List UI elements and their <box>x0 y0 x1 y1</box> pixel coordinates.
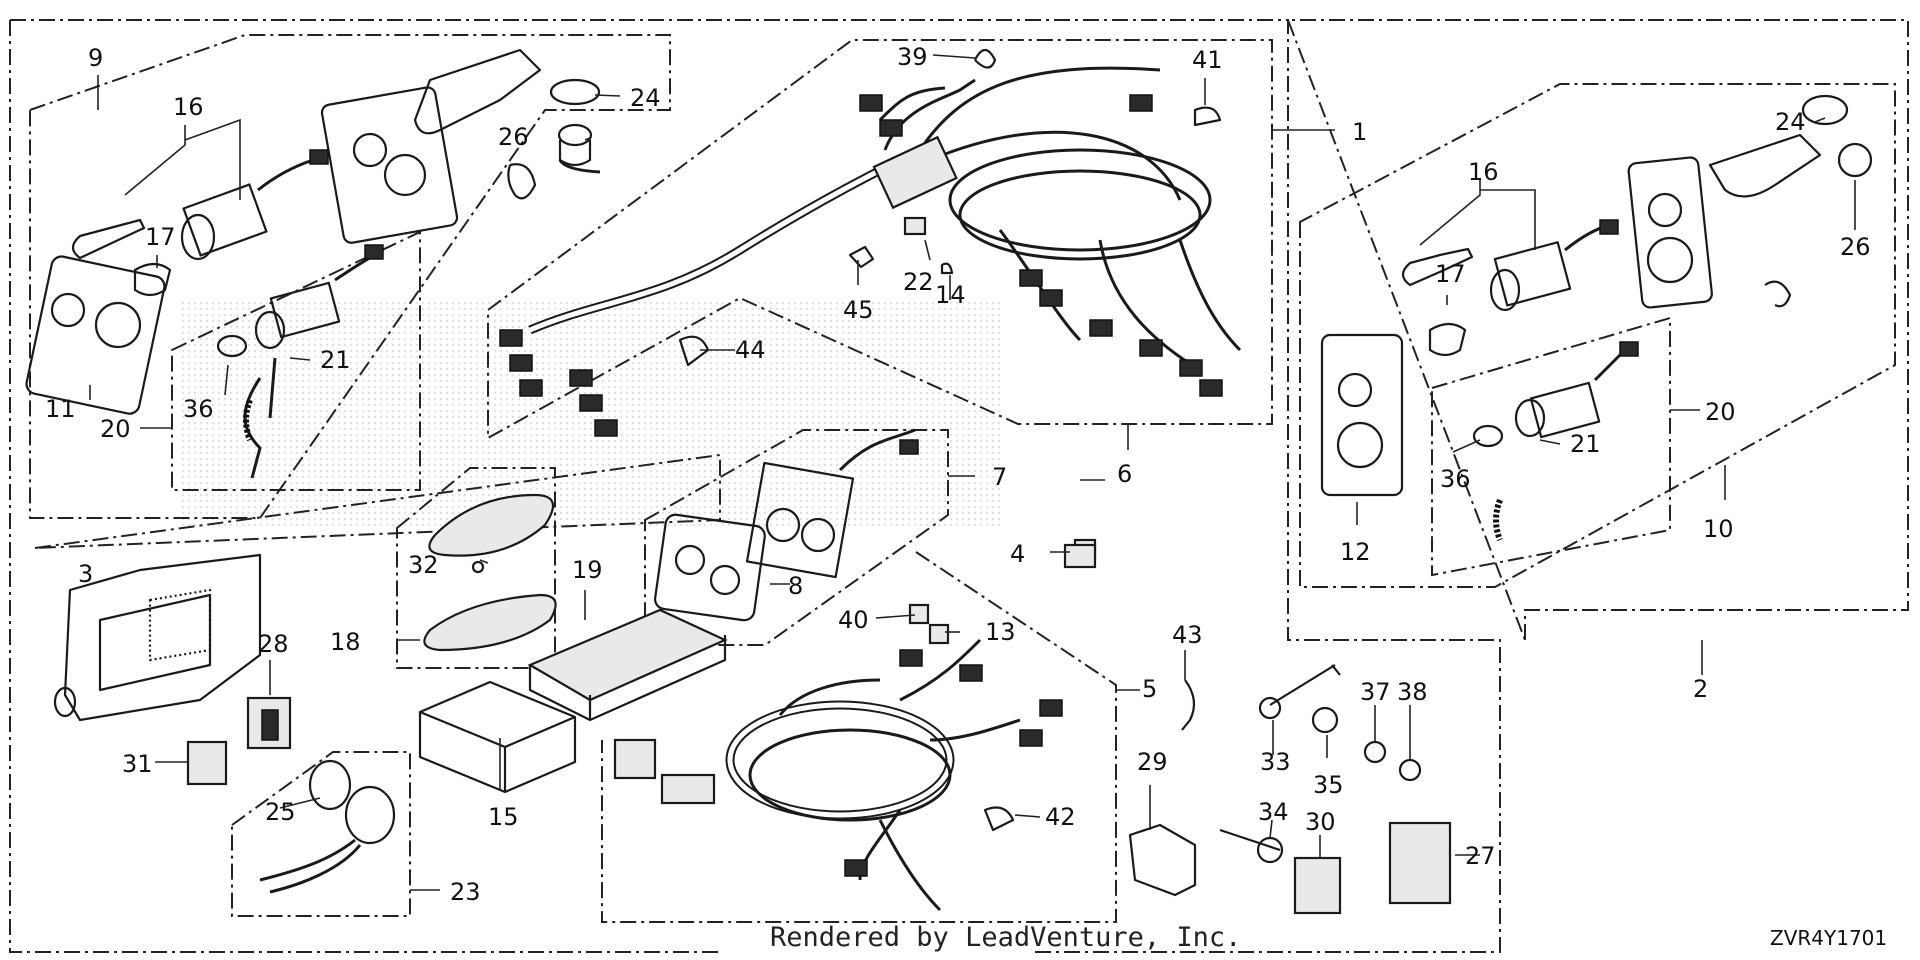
box-15 <box>418 680 577 794</box>
label-36a: 36 <box>183 395 214 423</box>
callout-labels: 1 2 3 4 5 6 7 8 9 10 11 12 13 14 15 16 1… <box>45 43 1871 906</box>
label-24a: 24 <box>630 84 661 112</box>
label-2: 2 <box>1693 675 1708 703</box>
control-box-3 <box>53 553 262 722</box>
label-13: 13 <box>985 618 1016 646</box>
label-43: 43 <box>1172 621 1203 649</box>
label-6: 6 <box>1117 460 1132 488</box>
label-18: 18 <box>330 628 361 656</box>
panel-top-left <box>320 86 459 244</box>
label-8: 8 <box>788 572 803 600</box>
label-9: 9 <box>88 44 103 72</box>
label-21b: 21 <box>1570 430 1601 458</box>
label-17a: 17 <box>145 223 176 251</box>
stop-switch-left <box>216 244 384 479</box>
label-10: 10 <box>1703 515 1734 543</box>
panel-7-8 <box>654 428 919 622</box>
label-26b: 26 <box>1840 233 1871 261</box>
label-5: 5 <box>1142 675 1157 703</box>
label-16a: 16 <box>173 93 204 121</box>
connector-4 <box>1063 543 1097 569</box>
label-29: 29 <box>1137 748 1168 776</box>
label-44: 44 <box>735 336 766 364</box>
label-31: 31 <box>122 750 153 778</box>
harness-5 <box>613 603 1063 912</box>
label-12: 12 <box>1340 538 1371 566</box>
label-25: 25 <box>265 798 296 826</box>
ignition-switch-left <box>71 149 329 297</box>
diagram-code: ZVR4Y1701 <box>1770 926 1888 950</box>
label-17b: 17 <box>1435 260 1466 288</box>
label-40: 40 <box>838 606 869 634</box>
relay-28 <box>246 696 292 750</box>
label-19: 19 <box>572 556 603 584</box>
label-34: 34 <box>1258 798 1289 826</box>
bracket-top-left <box>413 48 601 200</box>
label-16b: 16 <box>1468 158 1499 186</box>
right-panel-kit <box>1320 94 1873 542</box>
label-33: 33 <box>1260 748 1291 776</box>
label-42: 42 <box>1045 803 1076 831</box>
label-22: 22 <box>903 268 934 296</box>
label-39: 39 <box>897 43 928 71</box>
label-21a: 21 <box>320 346 351 374</box>
label-24b: 24 <box>1775 108 1806 136</box>
watermark-dots <box>180 300 1000 530</box>
label-11: 11 <box>45 395 76 423</box>
group-outlines <box>9 19 1909 953</box>
label-45: 45 <box>843 296 874 324</box>
label-36b: 36 <box>1440 465 1471 493</box>
buzzer-23 <box>259 759 396 894</box>
label-3: 3 <box>78 560 93 588</box>
footer-credit: Rendered by LeadVenture, Inc. <box>770 922 1242 953</box>
control-unit-19 <box>527 608 728 722</box>
label-1: 1 <box>1352 118 1367 146</box>
label-27: 27 <box>1465 842 1496 870</box>
label-26a: 26 <box>498 123 529 151</box>
label-37: 37 <box>1360 678 1391 706</box>
label-28: 28 <box>258 630 289 658</box>
label-35: 35 <box>1313 771 1344 799</box>
label-38: 38 <box>1397 678 1428 706</box>
label-20b: 20 <box>1705 398 1736 426</box>
hardware <box>1128 664 1452 915</box>
label-20a: 20 <box>100 415 131 443</box>
remote-18 <box>423 493 557 652</box>
leader-lines <box>89 54 1856 891</box>
cap-31 <box>186 740 228 786</box>
label-7: 7 <box>992 463 1007 491</box>
main-harness <box>499 66 1242 437</box>
harness-connectors <box>499 94 1223 437</box>
label-30: 30 <box>1305 808 1336 836</box>
label-4: 4 <box>1010 540 1025 568</box>
label-23: 23 <box>450 878 481 906</box>
label-41: 41 <box>1192 46 1223 74</box>
label-14: 14 <box>935 281 966 309</box>
label-15: 15 <box>488 803 519 831</box>
label-32: 32 <box>408 551 439 579</box>
panel-11 <box>25 255 166 415</box>
